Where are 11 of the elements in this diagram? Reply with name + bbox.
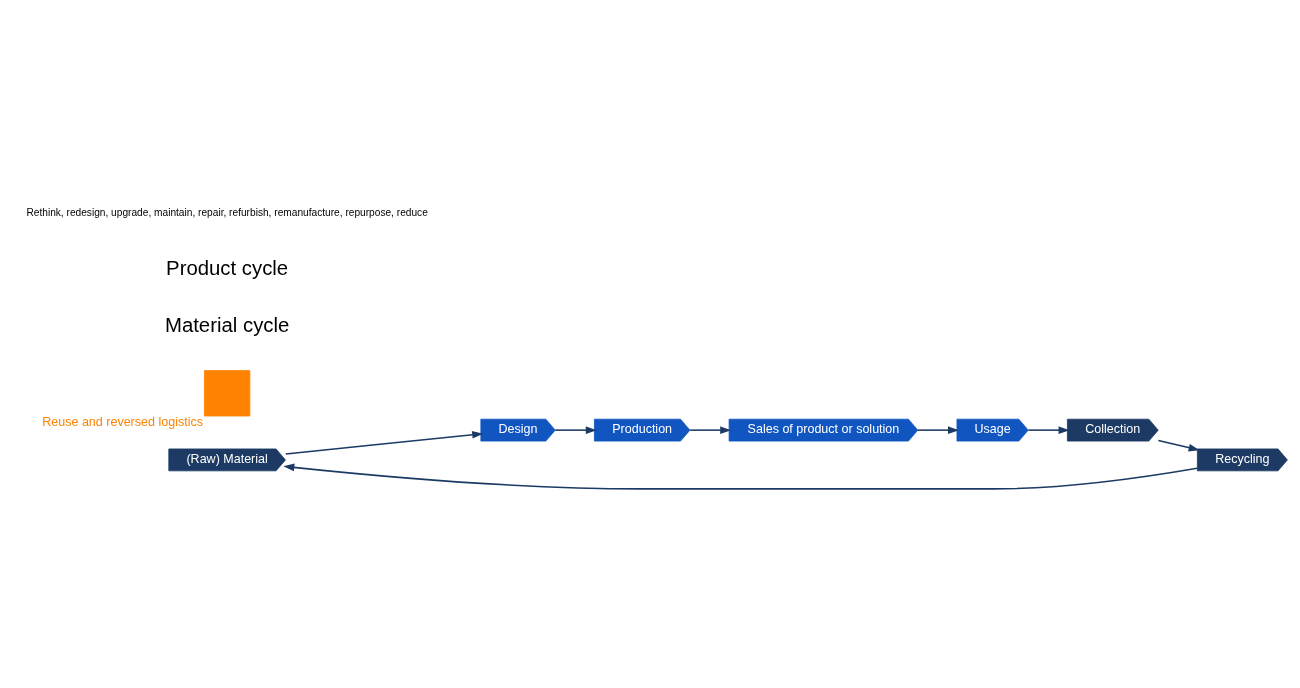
label: Rethink, redesign, upgrade, maintain, repair, refurbish, remanufacture, repurpose, reduce bbox=[26, 206, 428, 218]
arrow bbox=[917, 426, 959, 434]
label: Product cycle bbox=[166, 257, 289, 280]
node-label: Reuse and reversed logistics bbox=[42, 415, 203, 430]
arrow bbox=[283, 463, 1198, 490]
arrow bbox=[689, 426, 732, 434]
arrow bbox=[1157, 439, 1200, 452]
arrow bbox=[285, 430, 484, 455]
label: Material cycle bbox=[164, 314, 290, 337]
arrow bbox=[554, 426, 597, 434]
arrow bbox=[1027, 426, 1070, 434]
